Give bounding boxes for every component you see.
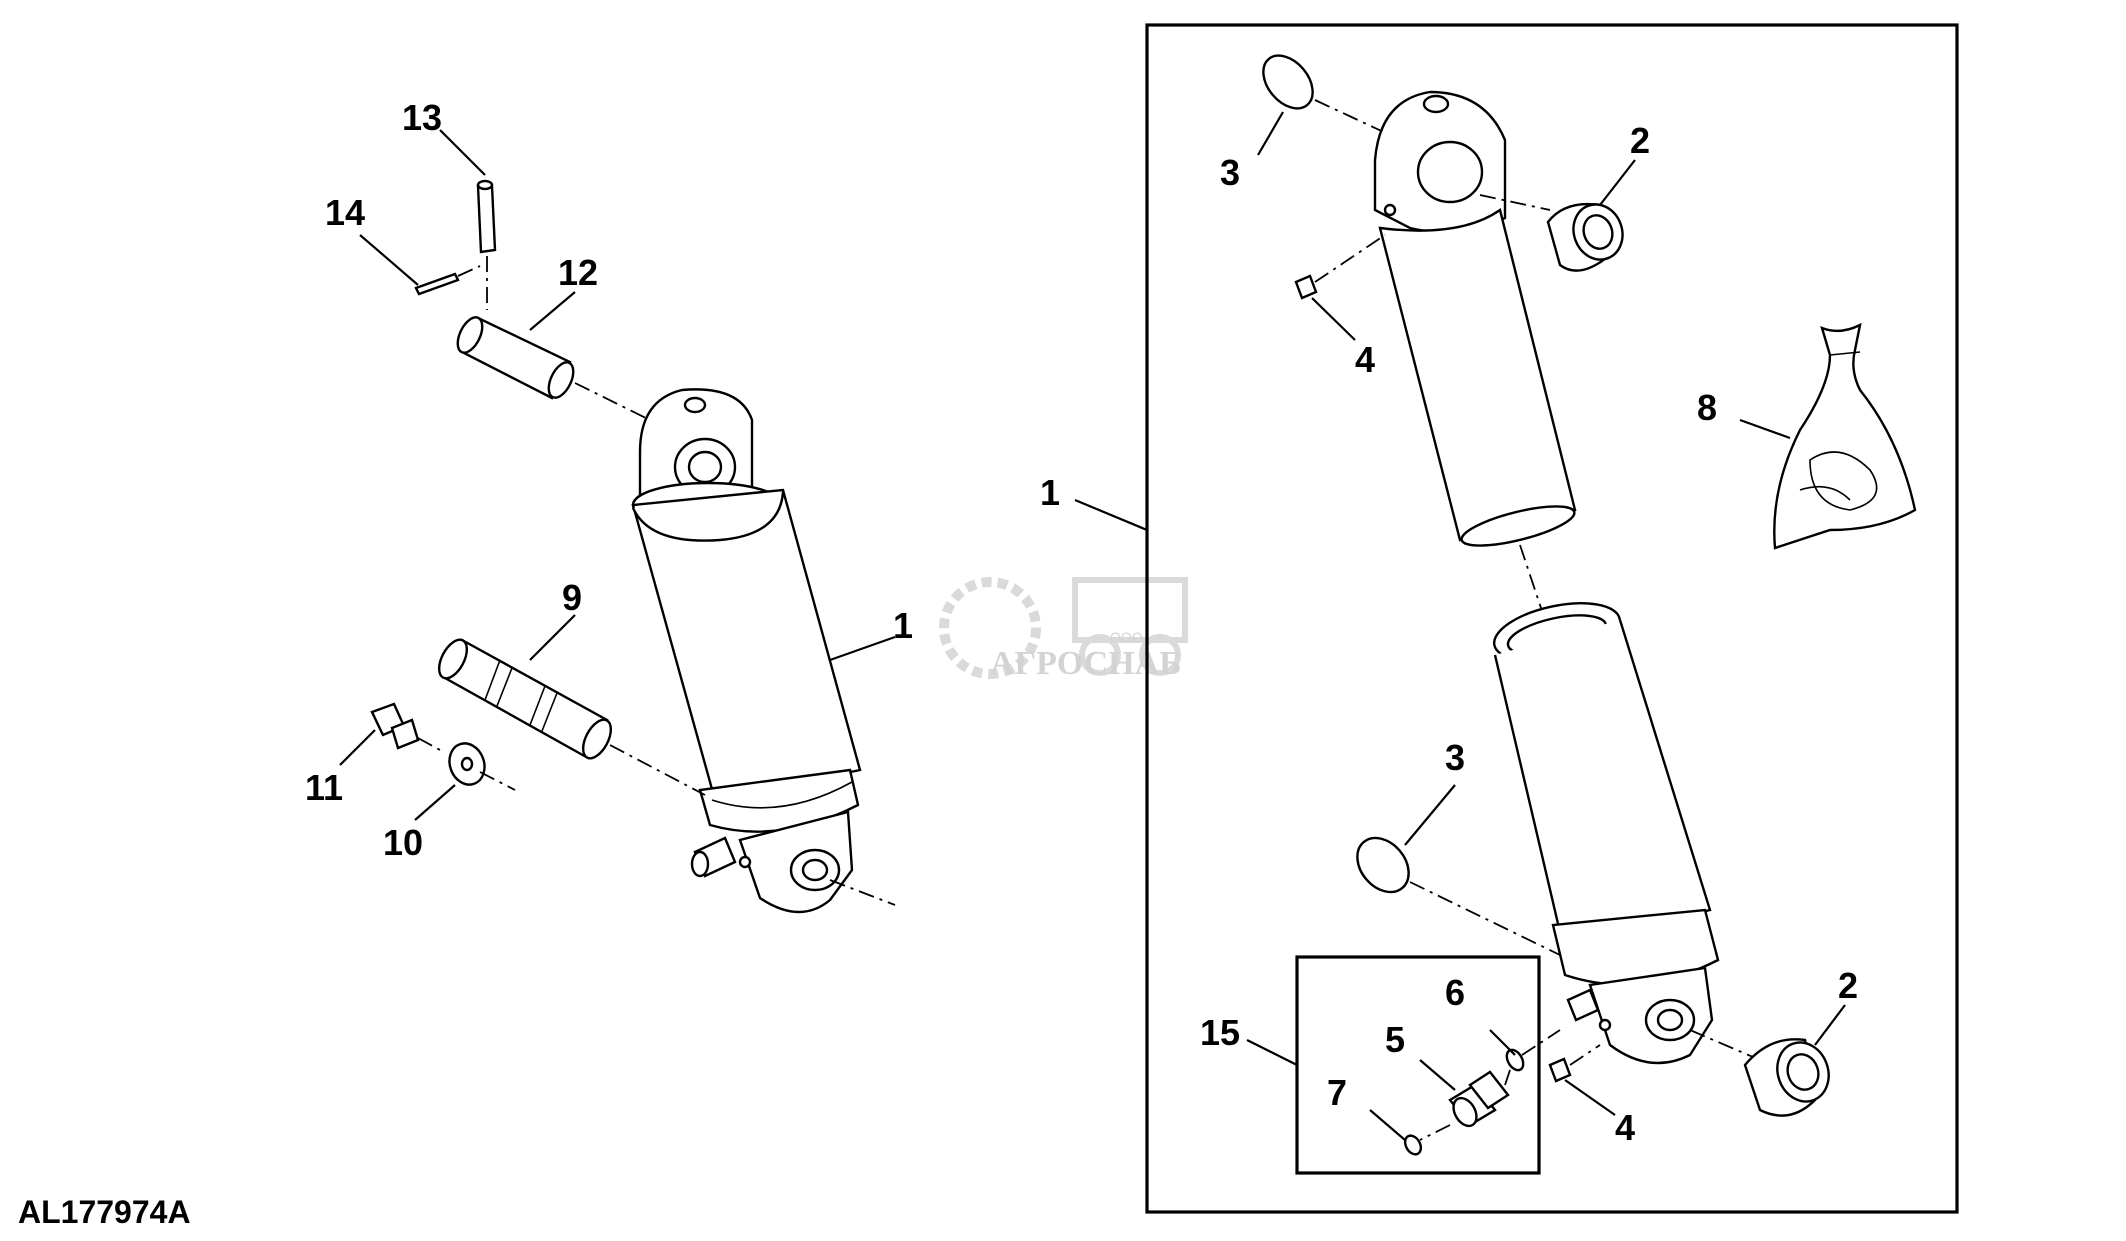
callout-13: 13 xyxy=(402,97,442,138)
callout-11: 11 xyxy=(305,767,343,808)
figure-code: AL177974A xyxy=(18,1194,191,1230)
callout-7: 7 xyxy=(1327,1072,1347,1113)
callout-5: 5 xyxy=(1385,1019,1405,1060)
callout-10: 10 xyxy=(383,822,423,863)
roll-pin-13 xyxy=(476,179,497,310)
watermark-small-text: ООО xyxy=(1110,629,1143,645)
watermark-brand-text: АГРОСНАБ xyxy=(990,645,1182,682)
washer-10 xyxy=(448,742,516,791)
leader-lines xyxy=(339,111,1846,1141)
callout-2-lower: 2 xyxy=(1838,965,1858,1006)
grease-fitting-4-top xyxy=(1294,234,1386,300)
o-ring-3-lower xyxy=(1356,836,1561,956)
cylinder-rod-half xyxy=(1373,90,1577,651)
callout-15: 15 xyxy=(1200,1012,1240,1053)
bolt-11 xyxy=(370,702,441,751)
callout-9: 9 xyxy=(562,577,582,618)
callout-3-lower: 3 xyxy=(1445,737,1465,778)
pin-12 xyxy=(456,316,651,421)
pin-9 xyxy=(437,638,706,796)
o-ring-7 xyxy=(1403,1134,1423,1156)
callout-12: 12 xyxy=(558,252,598,293)
o-ring-3-top xyxy=(1262,54,1391,136)
callout-14: 14 xyxy=(325,192,365,233)
callout-1-left: 1 xyxy=(893,605,913,646)
callout-3-top: 3 xyxy=(1220,152,1240,193)
kit-frame xyxy=(1145,23,1959,1214)
adapter-fitting-5 xyxy=(1419,1069,1511,1141)
callout-8: 8 xyxy=(1697,387,1717,428)
callout-6: 6 xyxy=(1445,972,1465,1013)
callout-4-top: 4 xyxy=(1355,339,1375,380)
callout-4-lower: 4 xyxy=(1615,1107,1635,1148)
watermark-logo: ООО АГРОСНАБ xyxy=(939,577,1188,682)
bushing-2-top xyxy=(1546,202,1624,272)
callout-1-kit: 1 xyxy=(1040,472,1060,513)
hardware-bag-8 xyxy=(1773,322,1917,550)
callout-2-top: 2 xyxy=(1630,120,1650,161)
cylinder-barrel-half xyxy=(1492,602,1761,1065)
bushing-2-lower xyxy=(1743,1038,1830,1117)
grease-fitting-4-lower xyxy=(1548,1044,1601,1083)
cotter-pin-14 xyxy=(414,265,481,296)
hydraulic-cylinder-left xyxy=(631,388,896,914)
